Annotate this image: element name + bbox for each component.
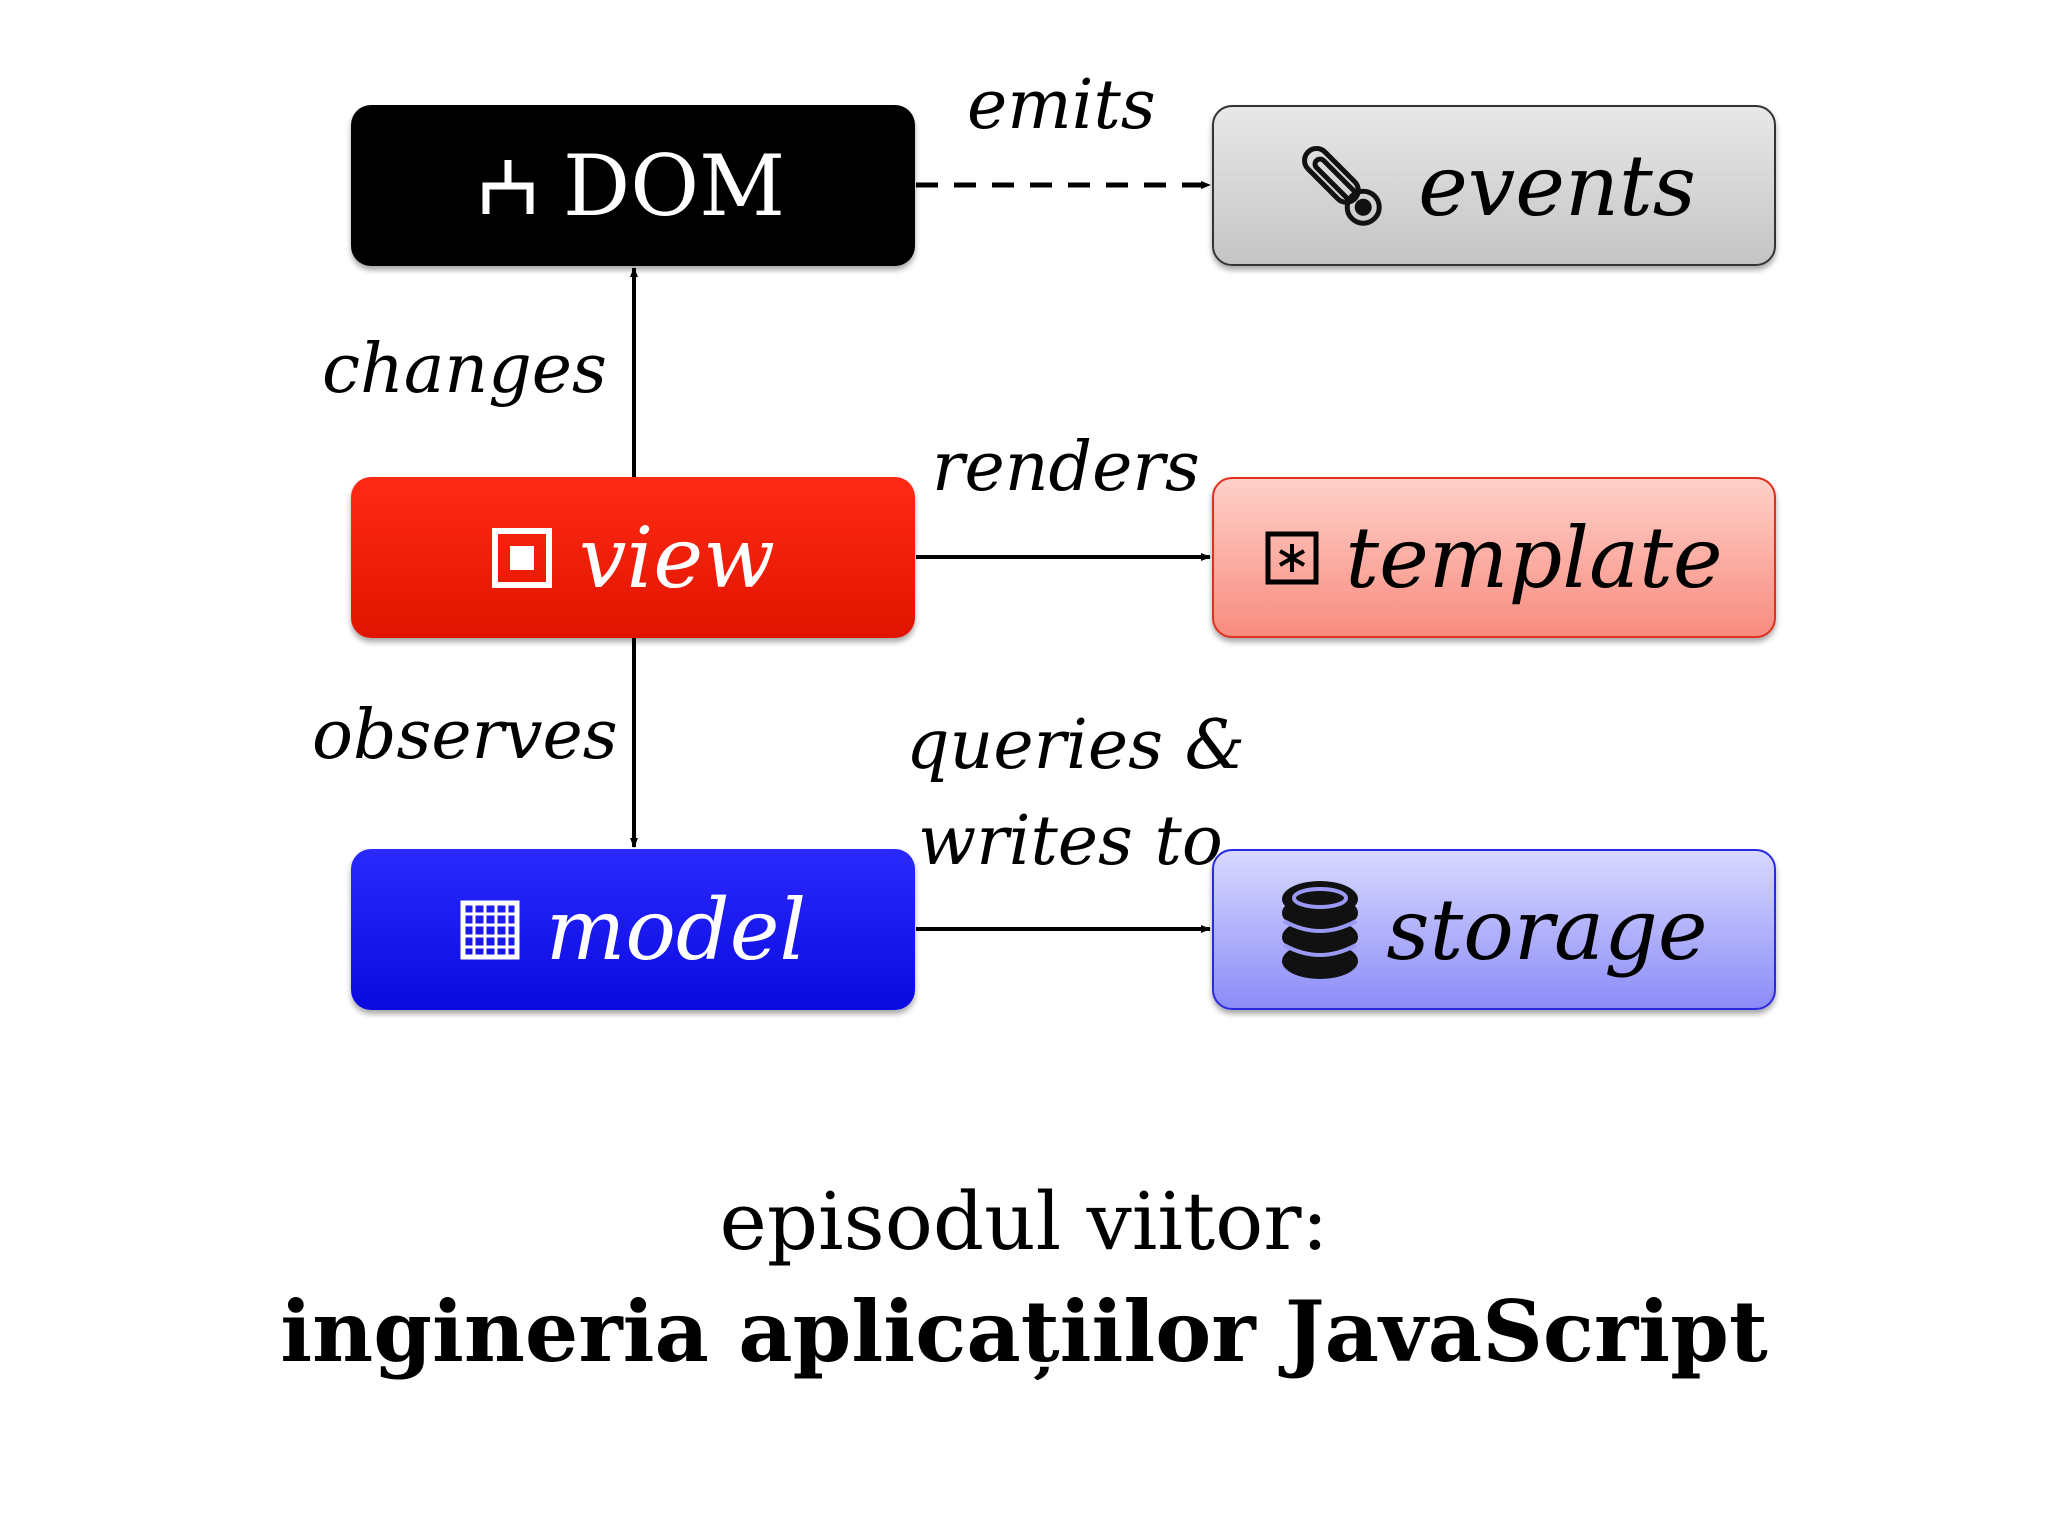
footer-subtitle: episodul viitor: xyxy=(719,1175,1329,1268)
view-label: view xyxy=(579,508,775,607)
writes-to-label: writes to xyxy=(918,802,1223,881)
dom-label: DOM xyxy=(562,136,786,235)
changes-label: changes xyxy=(322,330,607,409)
model-label: model xyxy=(545,880,807,979)
renders-label: renders xyxy=(932,428,1200,507)
queries-label: queries & xyxy=(906,706,1246,785)
dom-node: DOM xyxy=(351,105,915,266)
thermometer-icon xyxy=(1292,136,1392,236)
grid-icon xyxy=(460,900,520,960)
model-node: model xyxy=(351,849,915,1010)
storage-label: storage xyxy=(1386,880,1708,979)
footer-title: ingineria aplicațiilor JavaScript xyxy=(280,1282,1768,1381)
observes-label: observes xyxy=(312,696,618,775)
events-label: events xyxy=(1418,136,1696,235)
events-node: events xyxy=(1212,105,1776,266)
boxed-asterisk-icon xyxy=(1265,531,1319,585)
template-label: template xyxy=(1345,508,1723,607)
square-in-square-icon xyxy=(491,527,553,589)
storage-node: storage xyxy=(1212,849,1776,1010)
database-icon xyxy=(1280,879,1360,981)
tree-branch-icon xyxy=(481,156,537,216)
view-node: view xyxy=(351,477,915,638)
emits-label: emits xyxy=(967,66,1156,145)
template-node: template xyxy=(1212,477,1776,638)
